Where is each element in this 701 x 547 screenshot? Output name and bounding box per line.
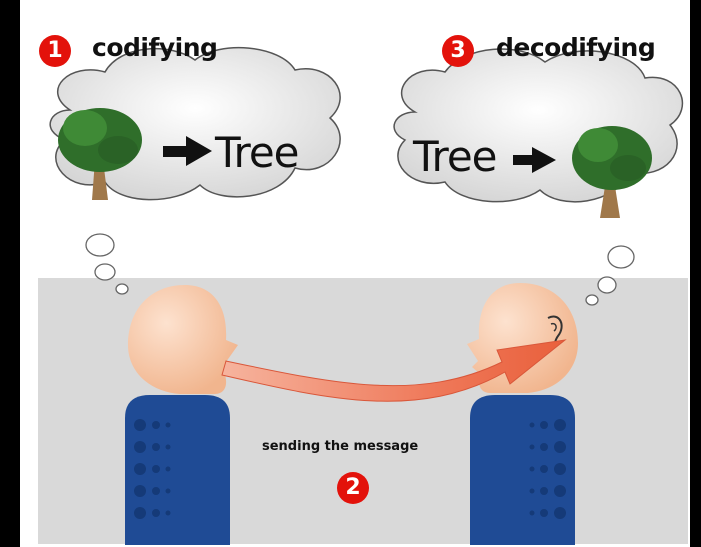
step-1-badge: 1 bbox=[39, 35, 71, 67]
tree-icon-right bbox=[572, 126, 652, 218]
receiver-body-dots bbox=[529, 419, 566, 519]
right-bubble-word: Tree bbox=[413, 132, 498, 181]
sender-person bbox=[125, 285, 238, 545]
receiver-person bbox=[467, 283, 578, 545]
arrow-right-icon-right bbox=[513, 147, 556, 173]
left-bubble-word: Tree bbox=[215, 128, 300, 177]
step-2-caption: sending the message bbox=[262, 439, 419, 454]
step-2-badge: 2 bbox=[337, 472, 369, 504]
step-3-label: decodifying bbox=[496, 33, 656, 62]
sender-body-dots bbox=[134, 419, 171, 519]
tree-icon-left bbox=[58, 108, 142, 200]
message-arrow bbox=[221, 339, 567, 402]
step-3-badge: 3 bbox=[442, 35, 474, 67]
arrow-right-icon-left bbox=[163, 136, 212, 166]
step-1-label: codifying bbox=[92, 33, 218, 62]
